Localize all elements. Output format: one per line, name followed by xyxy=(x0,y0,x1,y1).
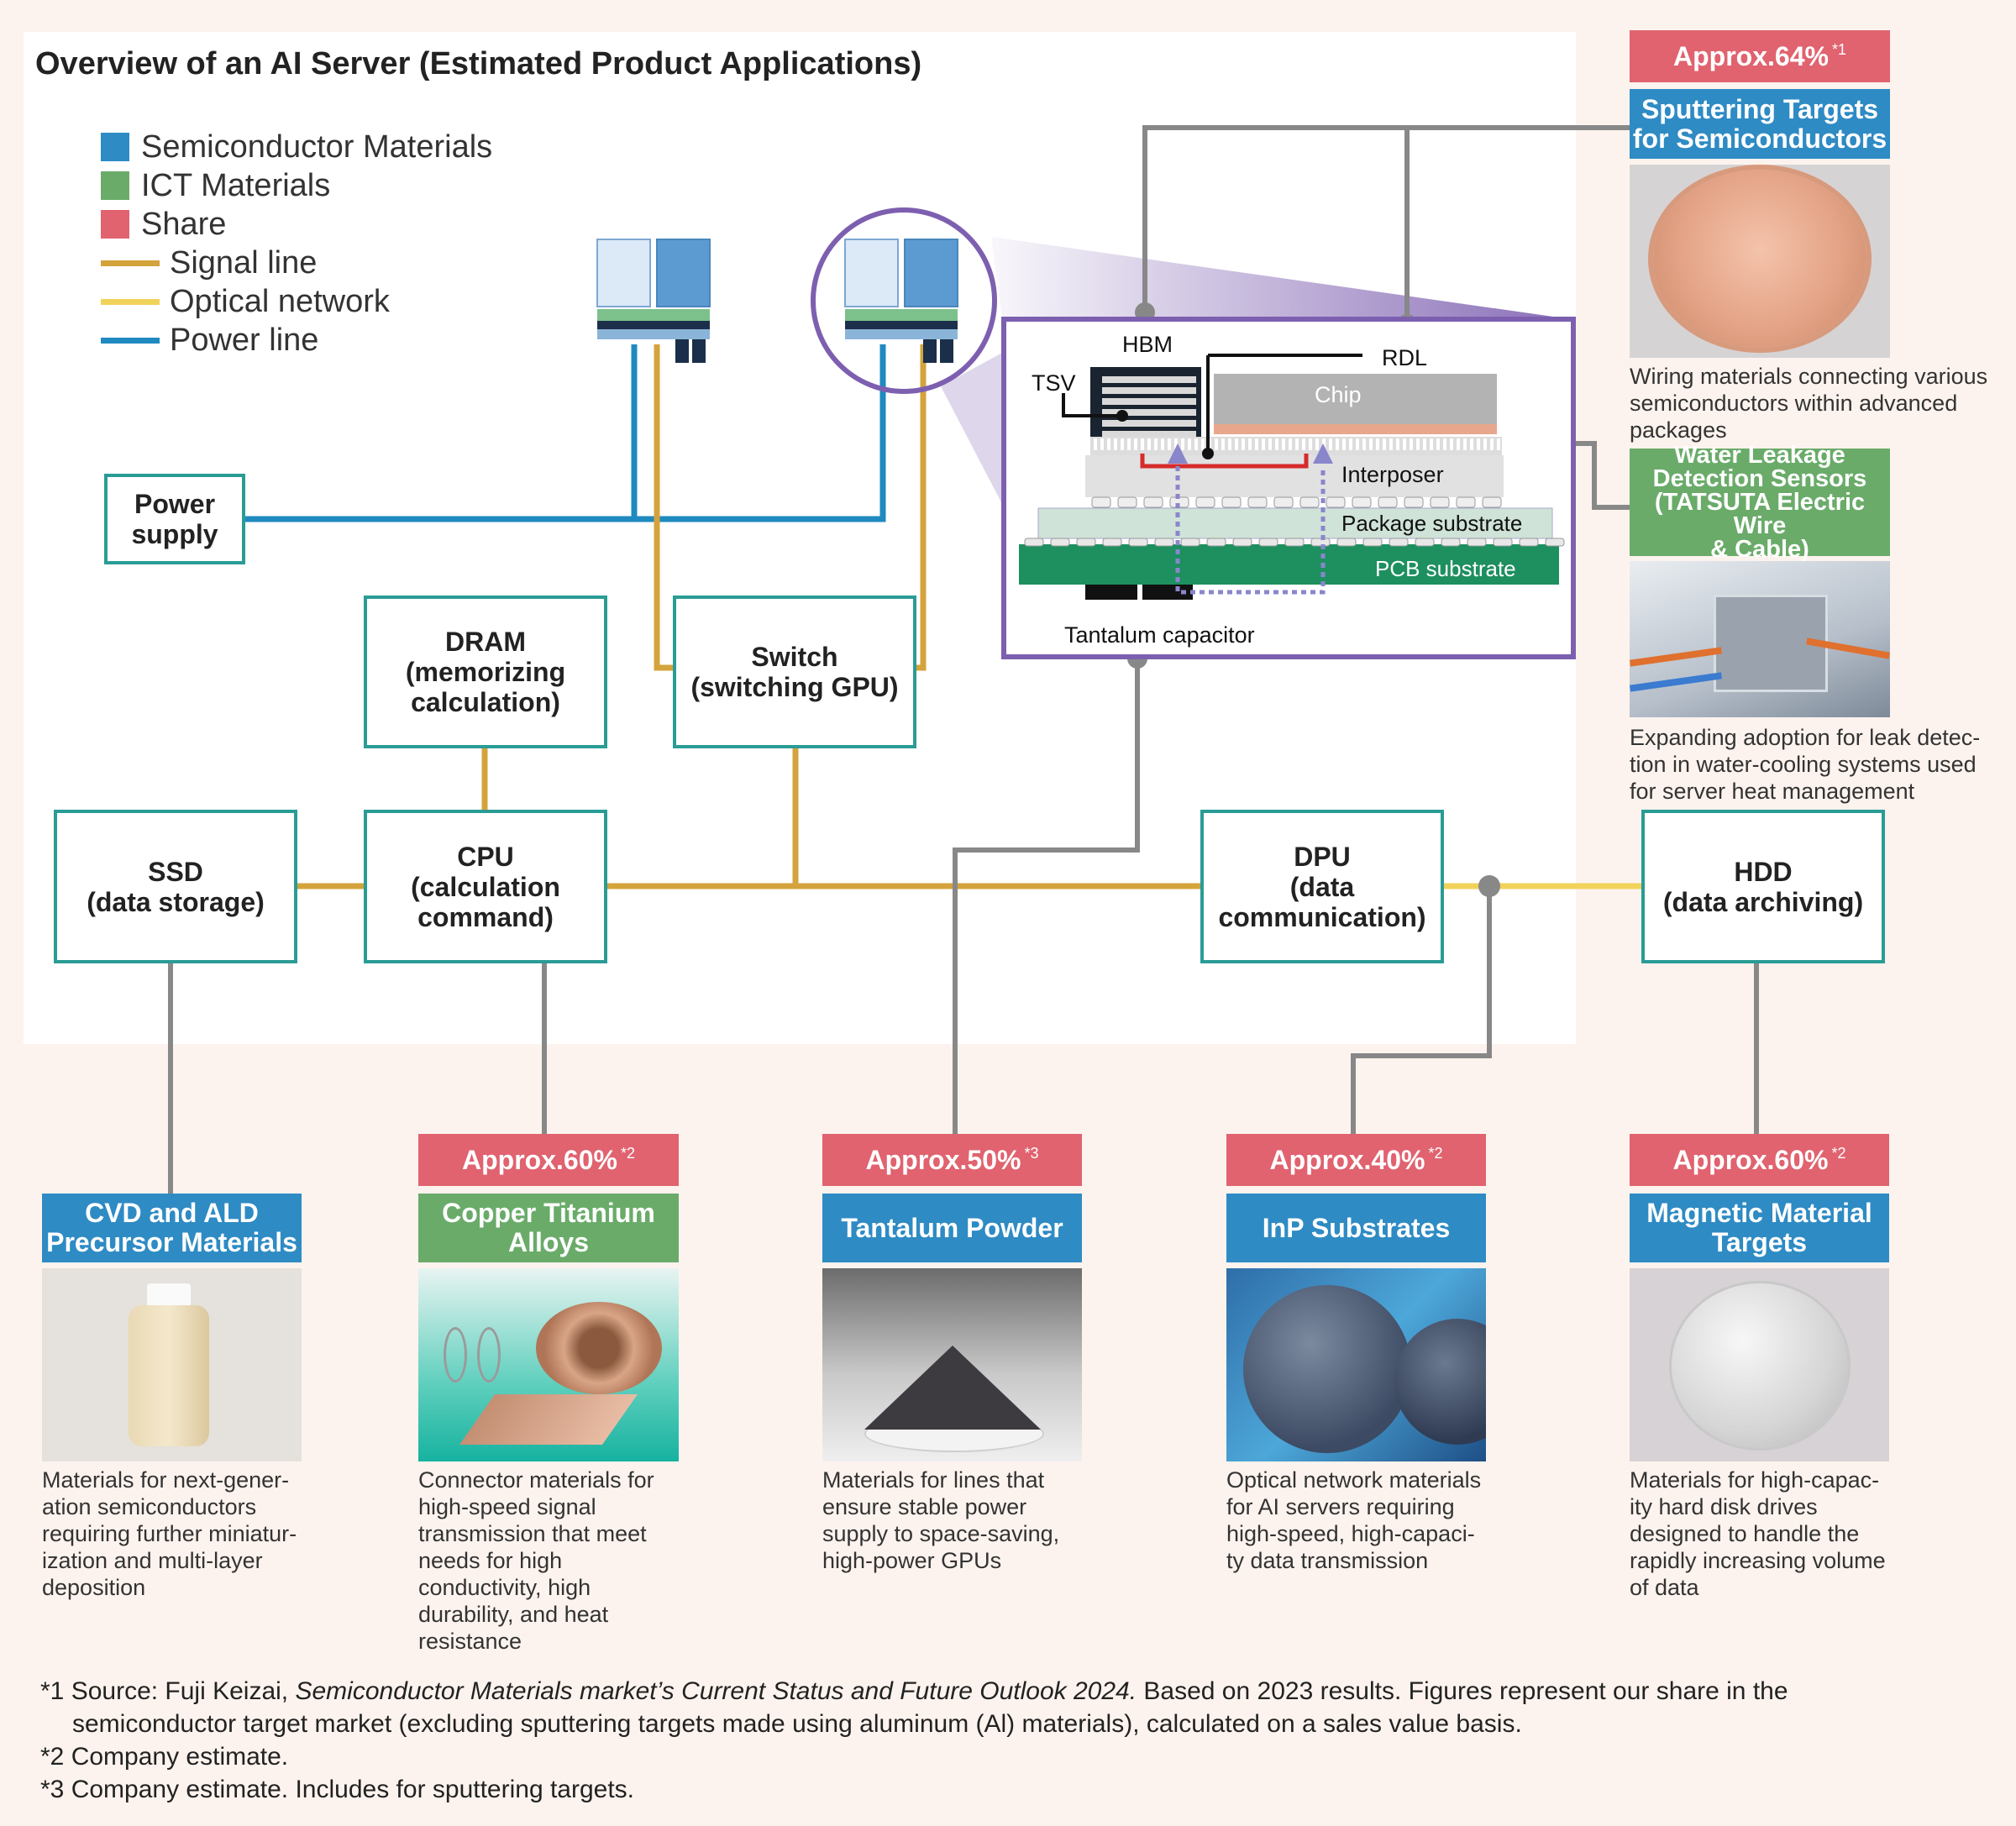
bumps-lower xyxy=(1024,538,1565,547)
magnetic-description: Materials for high-capac- ity hard disk … xyxy=(1630,1467,1886,1600)
gpu-module-right xyxy=(844,239,958,363)
legend-swatch xyxy=(101,171,129,200)
cvd-description: Materials for next-gener- ation semicond… xyxy=(42,1467,297,1600)
water-leakage-description: Expanding adoption for leak detec- tion … xyxy=(1630,725,1981,804)
chip xyxy=(1214,374,1497,428)
legend-swatch xyxy=(101,260,160,266)
gpu-module-left xyxy=(596,239,711,363)
legend-item-1: ICT Materials xyxy=(101,167,331,203)
zoom-wedge xyxy=(991,237,1571,319)
connector-lines xyxy=(168,125,1759,1196)
tantalum-powder-image xyxy=(822,1268,1082,1461)
legend-label: Semiconductor Materials xyxy=(141,129,493,165)
magnetic-material-targets-label: Magnetic Material Targets xyxy=(1630,1194,1889,1262)
sputtering-targets-label: Sputtering Targets for Semiconductors xyxy=(1630,89,1890,159)
legend-item-0: Semiconductor Materials xyxy=(101,129,493,165)
legend-item-2: Share xyxy=(101,206,227,242)
tantalum-powder-label: Tantalum Powder xyxy=(822,1194,1082,1262)
signal-lines xyxy=(296,344,1201,889)
tsv-label: TSV xyxy=(1032,370,1076,396)
tantalum-share-badge: Approx.50%*3 xyxy=(822,1134,1082,1186)
power-lines xyxy=(244,344,886,522)
magnetic-share-badge: Approx.60%*2 xyxy=(1630,1134,1889,1186)
legend-swatch xyxy=(101,298,160,305)
tantalum-capacitor-label: Tantalum capacitor xyxy=(1064,622,1255,648)
chip-label: Chip xyxy=(1315,382,1362,407)
hdd-box: HDD (data archiving) xyxy=(1641,810,1885,963)
inp-substrates-label: InP Substrates xyxy=(1226,1194,1486,1262)
footnote-2: *2 Company estimate. xyxy=(40,1743,289,1771)
sputtering-description: Wiring materials connecting various semi… xyxy=(1630,364,1988,443)
copper-titanium-alloys-label: Copper Titanium Alloys xyxy=(418,1194,679,1262)
pcb-substrate-label: PCB substrate xyxy=(1375,556,1516,581)
package-substrate-label: Package substrate xyxy=(1341,511,1522,536)
rdl-label: RDL xyxy=(1382,345,1427,370)
footnote-3: *3 Company estimate. Includes for sputte… xyxy=(40,1776,635,1803)
legend-swatch xyxy=(101,210,129,239)
legend-label: ICT Materials xyxy=(141,167,331,203)
copper-description: Connector materials for high-speed signa… xyxy=(418,1467,654,1654)
switch-box: Switch (switching GPU) xyxy=(673,596,916,748)
footnote-1: *1 Source: Fuji Keizai, Semiconductor Ma… xyxy=(40,1677,1788,1705)
copper-share-badge: Approx.60%*2 xyxy=(418,1134,679,1186)
legend-label: Optical network xyxy=(170,283,390,319)
water-leakage-sensors-label: Water Leakage Detection Sensors (TATSUTA… xyxy=(1630,443,1890,562)
water-leakage-sensor-image xyxy=(1630,561,1890,717)
legend-label: Share xyxy=(141,206,227,242)
page-title: Overview of an AI Server (Estimated Prod… xyxy=(35,46,922,81)
inp-share-badge: Approx.40%*2 xyxy=(1226,1134,1486,1186)
legend-item-4: Optical network xyxy=(101,283,390,319)
footnote-1-line-2: semiconductor target market (excluding s… xyxy=(72,1710,1522,1738)
zoom-circle xyxy=(811,207,997,394)
dram-box: DRAM (memorizing calculation) xyxy=(364,596,607,748)
sputtering-share-badge: Approx.64%*1 xyxy=(1630,30,1890,82)
package-substrate xyxy=(1037,507,1553,539)
pcb-substrate xyxy=(1019,544,1559,585)
precursor-bottle-image xyxy=(42,1268,302,1461)
cpu-box: CPU (calculation command) xyxy=(364,810,607,963)
legend-swatch xyxy=(101,133,129,161)
power-supply-box: Power supply xyxy=(104,474,245,564)
legend-swatch xyxy=(101,337,160,344)
inp-substrate-image xyxy=(1226,1268,1486,1461)
ssd-box: SSD (data storage) xyxy=(54,810,297,963)
bumps-upper xyxy=(1091,496,1502,508)
interposer-label: Interposer xyxy=(1341,462,1444,487)
tantalum-description: Materials for lines that ensure stable p… xyxy=(822,1467,1060,1573)
rdl-path xyxy=(1140,454,1309,469)
hbm-label: HBM xyxy=(1122,332,1173,357)
cvd-ald-precursor-label: CVD and ALD Precursor Materials xyxy=(42,1194,302,1262)
legend-item-5: Power line xyxy=(101,322,319,358)
sputtering-target-image xyxy=(1630,165,1890,358)
dpu-box: DPU (data communication) xyxy=(1200,810,1444,963)
zoom-wedge-lower xyxy=(941,353,1002,504)
legend-label: Signal line xyxy=(170,244,318,281)
inp-description: Optical network materials for AI servers… xyxy=(1226,1467,1482,1573)
copper-alloy-image xyxy=(418,1268,679,1461)
interposer xyxy=(1085,455,1504,497)
legend-label: Power line xyxy=(170,322,319,358)
magnetic-target-image xyxy=(1630,1268,1889,1461)
legend-item-3: Signal line xyxy=(101,244,318,281)
